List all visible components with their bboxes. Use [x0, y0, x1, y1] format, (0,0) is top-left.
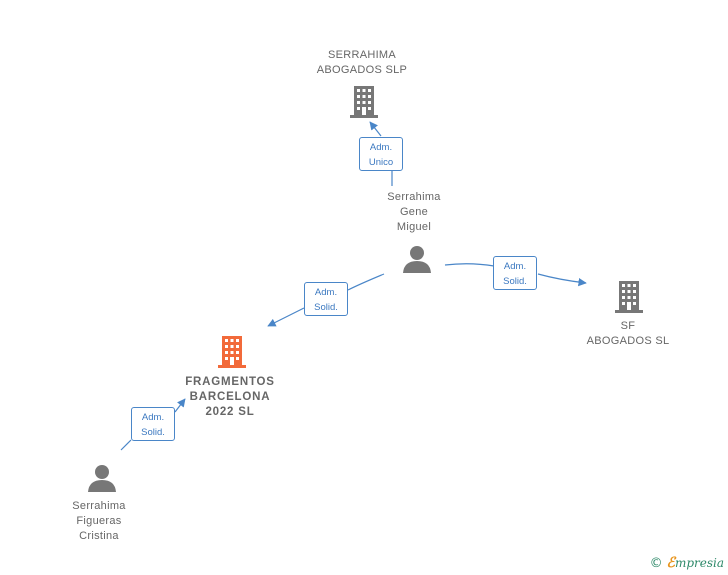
- person-name-serrahima-gene[interactable]: Serrahima Gene Miguel: [387, 191, 441, 233]
- edge-gene-to-sf-abogados: [444, 263, 586, 283]
- relation-label-adm-solid[interactable]: Adm. Solid.: [304, 282, 348, 316]
- brand-initial: ℰ: [666, 555, 675, 571]
- relation-label-adm-unico[interactable]: Adm. Unico: [359, 137, 403, 171]
- person-icon[interactable]: [403, 246, 431, 273]
- brand-name: mpresia: [674, 556, 724, 570]
- company-name-fragmentos[interactable]: FRAGMENTOS BARCELONA 2022 SL: [185, 376, 275, 418]
- building-icon-main[interactable]: [218, 336, 246, 368]
- building-icon[interactable]: [350, 86, 378, 118]
- company-name-serrahima-abogados[interactable]: SERRAHIMA ABOGADOS SLP: [316, 49, 408, 76]
- company-name-sf-abogados[interactable]: SF ABOGADOS SL: [586, 320, 670, 347]
- copyright-icon: ©: [649, 556, 663, 571]
- relation-label-adm-solid[interactable]: Adm. Solid.: [493, 256, 537, 290]
- edge-gene-to-fragmentos: [268, 273, 385, 326]
- edge-gene-to-serrahima-abogados: [370, 122, 393, 186]
- building-icon[interactable]: [615, 281, 643, 313]
- person-icon[interactable]: [88, 465, 116, 492]
- relation-label-adm-solid[interactable]: Adm. Solid.: [131, 407, 175, 441]
- person-name-serrahima-figueras[interactable]: Serrahima Figueras Cristina: [72, 500, 126, 542]
- brand-logo: © ℰmpresia: [650, 555, 724, 571]
- edge-figueras-to-fragmentos: [120, 399, 185, 451]
